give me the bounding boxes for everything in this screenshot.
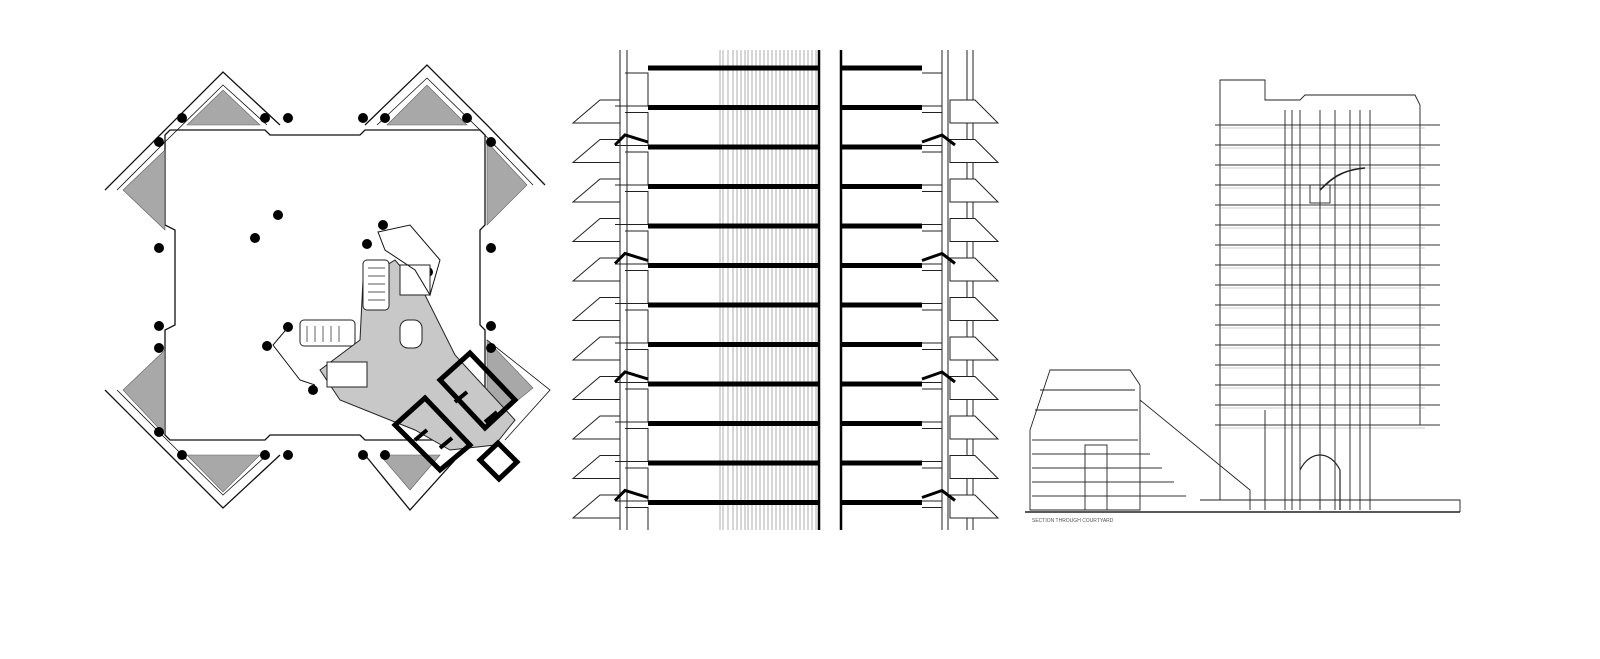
corner-bay-bottom-left [104,389,281,509]
floor-slab [571,251,1000,321]
facade-section-drawing [571,50,1000,530]
section-caption: SECTION THROUGH COURTYARD [1032,518,1114,524]
central-shaft [719,50,817,530]
podium-outline [1029,369,1141,511]
atrium [1219,410,1321,510]
tower-floors [1215,124,1440,429]
corner-bay-top-right [364,64,546,186]
elevator-shaft-lower [391,394,474,474]
stair-2 [299,319,356,347]
floor-slab [571,460,1000,519]
floor-slab [571,133,1000,203]
building-section-panel: SECTION THROUGH COURTYARD [1020,70,1480,525]
floor-plan-drawing [104,64,551,511]
facade-section-panel [570,50,1005,530]
building-section-drawing: SECTION THROUGH COURTYARD [1025,79,1461,524]
column-dots [154,113,496,460]
floor-plan-panel [95,50,565,530]
floor-slab [571,302,1000,361]
planting-top-left [186,89,261,126]
floor-slab [571,223,1000,282]
floor-slab [571,184,1000,242]
service-core [272,224,521,483]
floor-slab [571,421,1000,479]
stair-1 [362,259,390,311]
floor-slabs [571,65,1000,530]
floor-slab [571,65,1000,124]
elevator-shaft-upper [436,349,519,432]
corner-bay-top-left [104,71,281,191]
floor-slab [571,342,1000,400]
floor-slab [613,488,956,530]
corner-bay-bottom-right [364,454,456,511]
planting-bottom-left [122,349,166,436]
floor-slab [571,370,1000,440]
floor-slab [571,105,1000,163]
elevator-shaft-small [476,439,521,483]
planting-top-right [386,84,468,126]
